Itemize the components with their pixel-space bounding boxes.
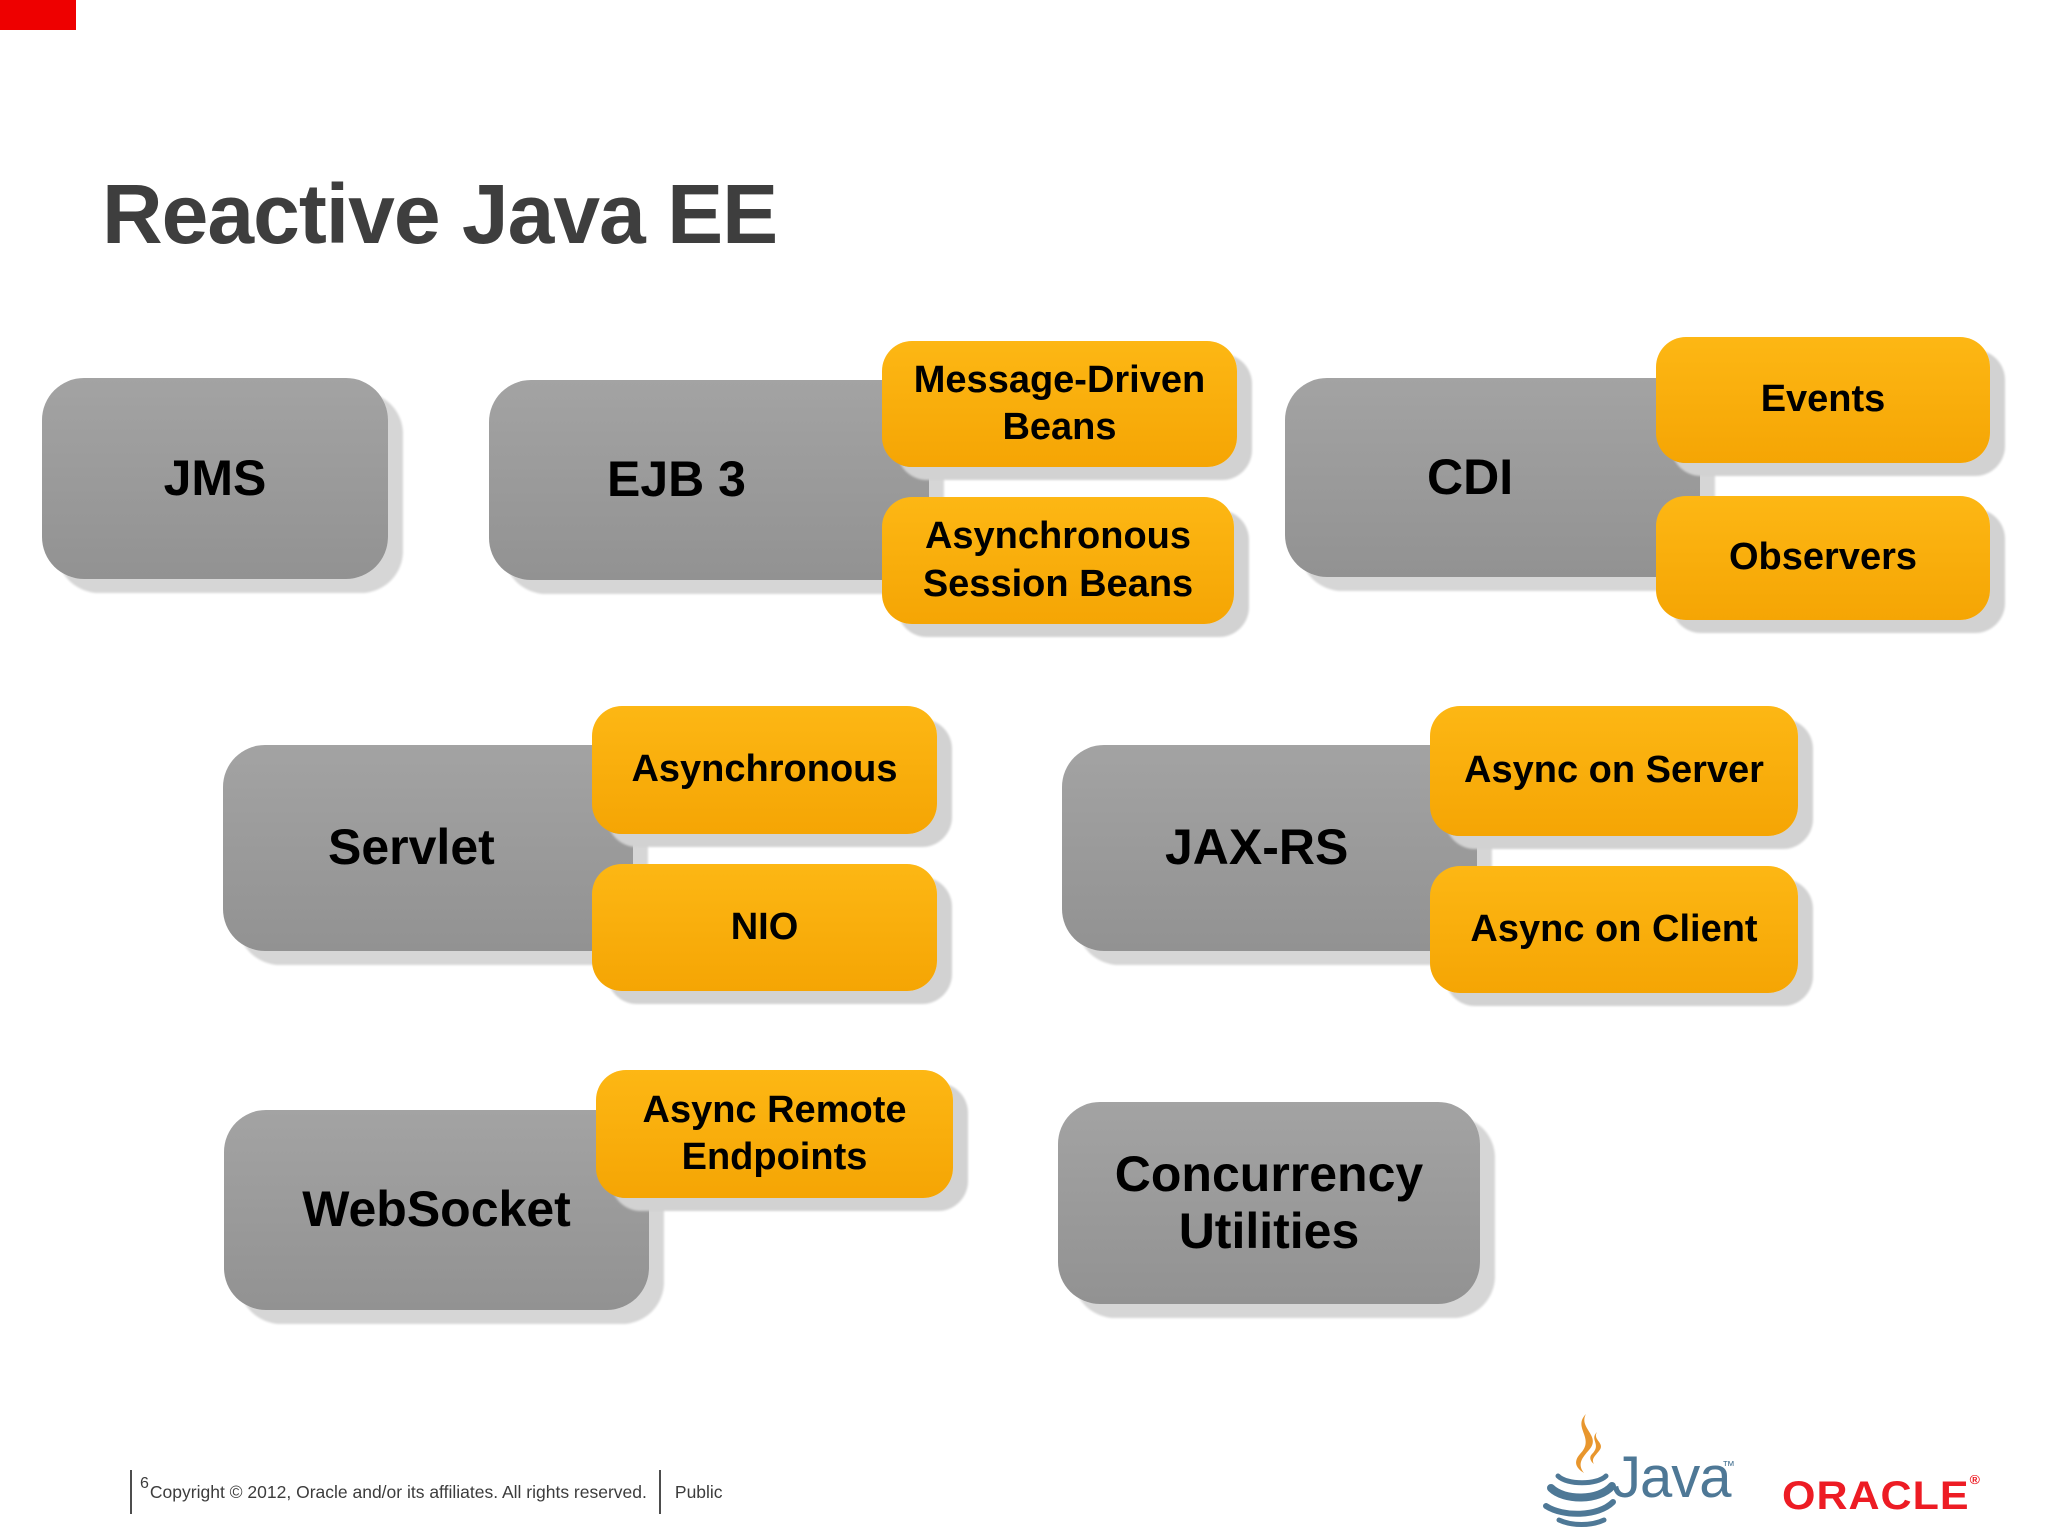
slide-title: Reactive Java EE — [102, 167, 778, 261]
oracle-registered-symbol: ® — [1969, 1472, 1981, 1487]
child-box-observers: Observers — [1656, 496, 1990, 620]
parent-box-jms: JMS — [42, 378, 388, 579]
copyright-text: Copyright © 2012, Oracle and/or its affi… — [149, 1481, 647, 1502]
parent-box-jaxrs: JAX-RS — [1062, 745, 1477, 951]
java-wordmark: Java — [1612, 1445, 1732, 1510]
parent-box-websocket: WebSocket — [224, 1110, 649, 1310]
footer-divider-left — [130, 1470, 132, 1514]
oracle-wordmark: ORACLE — [1782, 1474, 1970, 1519]
parent-box-servlet: Servlet — [223, 745, 633, 951]
java-cup-icon — [1543, 1414, 1616, 1527]
parent-box-concurrency-utilities: Concurrency Utilities — [1058, 1102, 1480, 1304]
child-box-events: Events — [1656, 337, 1990, 463]
slide-number: 6 — [140, 1475, 149, 1492]
parent-box-cdi: CDI — [1285, 378, 1700, 577]
child-box-asynchronous: Asynchronous — [592, 706, 937, 834]
red-corner-marker — [0, 0, 76, 30]
child-box-async-on-server: Async on Server — [1430, 706, 1798, 836]
child-box-asynchronous-session-beans: Asynchronous Session Beans — [882, 497, 1234, 624]
oracle-logo: ORACLE® — [1782, 1472, 1981, 1519]
parent-box-ejb3: EJB 3 — [489, 380, 929, 580]
child-box-nio: NIO — [592, 864, 937, 991]
java-trademark-symbol: ™ — [1722, 1458, 1735, 1473]
child-box-async-remote-endpoints: Async Remote Endpoints — [596, 1070, 953, 1198]
child-box-async-on-client: Async on Client — [1430, 866, 1798, 993]
footer-divider-right — [658, 1470, 661, 1514]
classification-label: Public — [674, 1481, 723, 1502]
footer: 6 Copyright © 2012, Oracle and/or its af… — [130, 1467, 723, 1517]
child-box-message-driven-beans: Message-Driven Beans — [882, 341, 1237, 467]
